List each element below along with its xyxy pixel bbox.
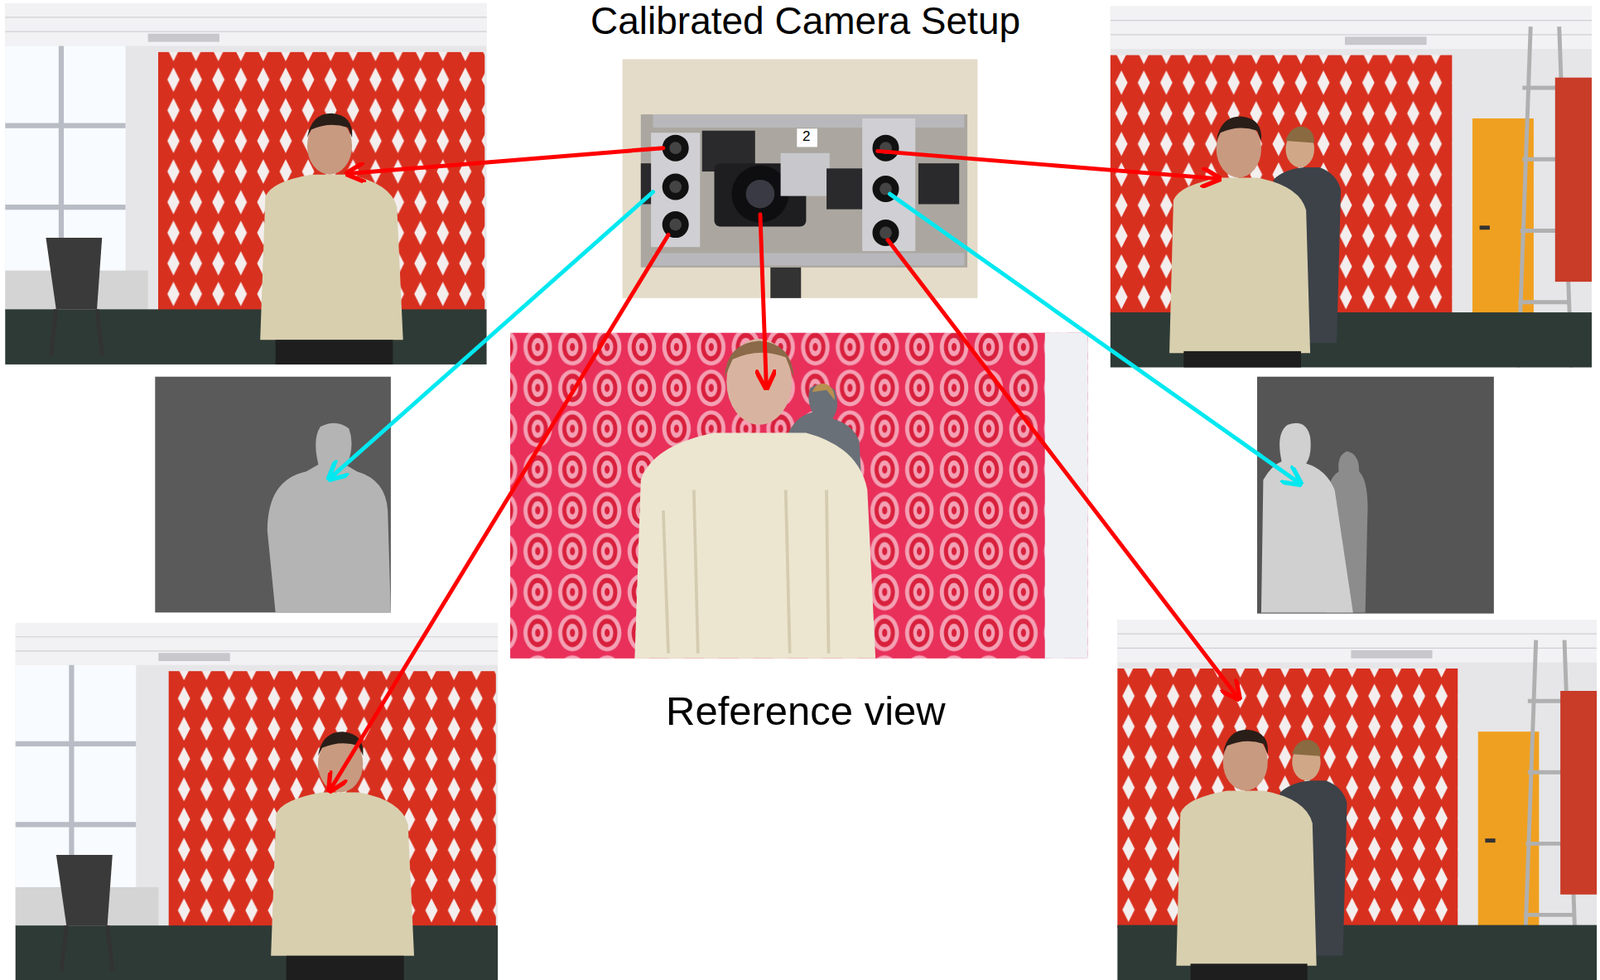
camera-number: 2 (802, 129, 810, 145)
view-label: Reference view (665, 689, 946, 734)
figure-title: Calibrated Camera Setup (590, 0, 1021, 43)
